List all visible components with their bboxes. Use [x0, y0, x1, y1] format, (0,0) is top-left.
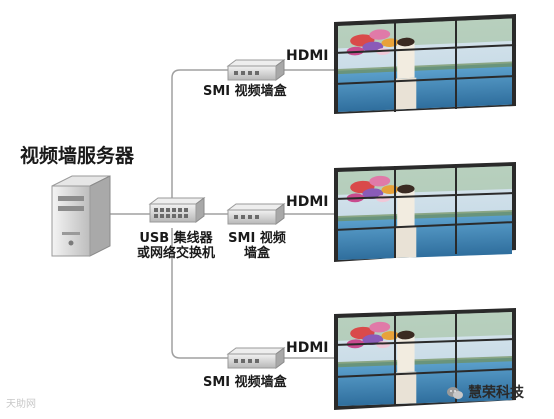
video-wall-middle-icon: [333, 162, 517, 262]
hdmi-bottom-label: HDMI: [286, 340, 329, 356]
watermark-right: 慧荣科技: [446, 384, 524, 402]
hub-label: USB 集线器 或网络交换机: [128, 231, 224, 262]
watermark-left: 天助网: [6, 399, 36, 410]
smi-box-top-icon: [226, 59, 286, 81]
server-tower-icon: [51, 175, 111, 257]
hub-label-line1: USB 集线器: [139, 231, 213, 246]
hdmi-middle-label: HDMI: [286, 194, 329, 210]
wechat-icon: [447, 387, 463, 399]
smi-box-middle-label-line2: 墙盒: [243, 245, 270, 261]
hub-to-top-branch-line: [171, 69, 228, 200]
connection-lines: [110, 69, 336, 359]
network-switch-icon: [148, 197, 206, 223]
smi-box-middle-icon: [226, 203, 286, 225]
watermark-right-text: 慧荣科技: [468, 384, 524, 401]
smi-box-middle-label-line1: SMI 视频: [228, 231, 286, 246]
hdmi-top-label: HDMI: [286, 48, 329, 64]
video-wall-bottom-icon: [333, 308, 517, 410]
video-wall-top-icon: [333, 14, 517, 114]
smi-box-top-label: SMI 视频墙盒: [203, 84, 287, 99]
server-title: 视频墙服务器: [20, 145, 135, 167]
hub-label-line2: 或网络交换机: [136, 245, 215, 261]
smi-box-bottom-label: SMI 视频墙盒: [203, 375, 287, 390]
smi-box-bottom-icon: [226, 347, 286, 369]
smi-box-middle-label: SMI 视频 墙盒: [226, 231, 288, 262]
hub-to-bottom-branch-line: [171, 228, 228, 359]
